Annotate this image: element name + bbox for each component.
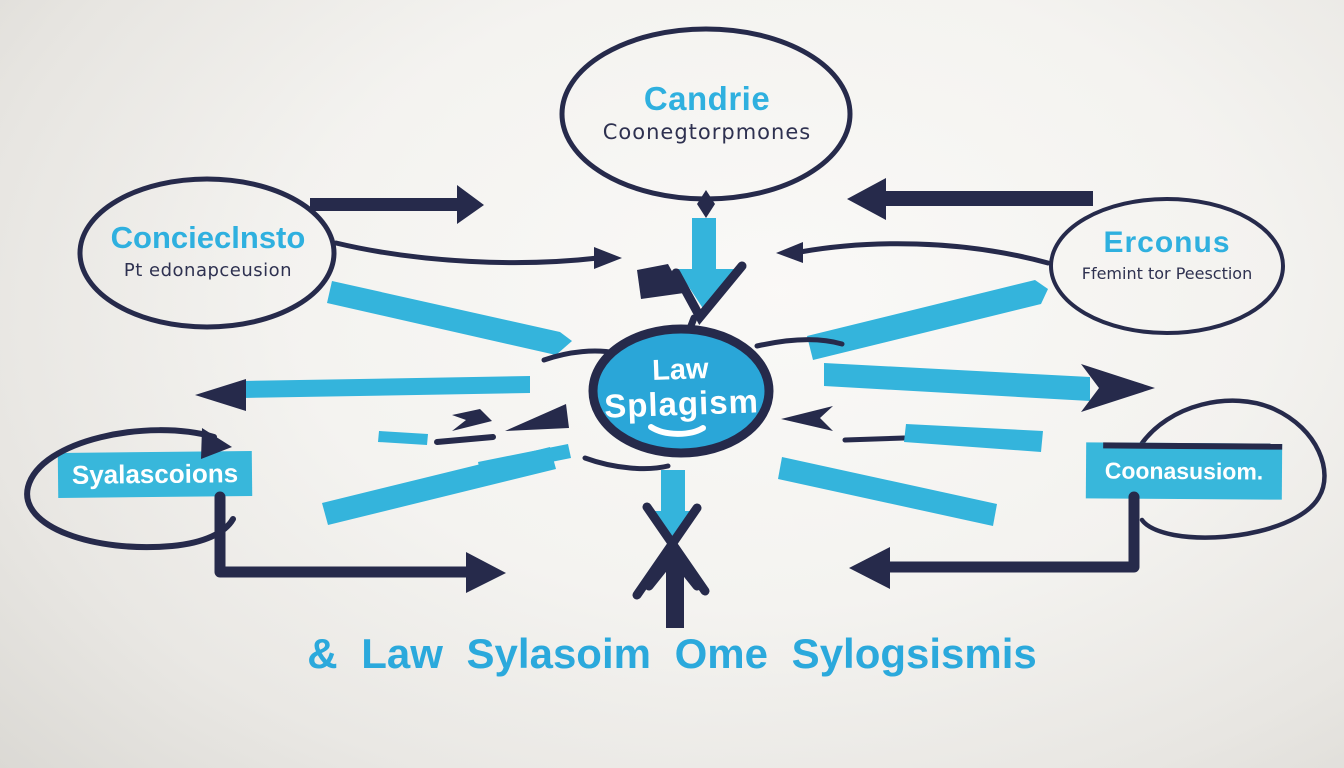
left-elbow-arrow-icon — [214, 491, 506, 593]
bottom-caption: & Law Sylasoim Ome Sylogsismis — [307, 630, 1037, 677]
small-navy-wedge-icon — [505, 404, 569, 431]
cyan-bar-upper-right-icon — [807, 280, 1048, 360]
right-box-loop-annotation-icon — [1137, 398, 1327, 540]
navy-arrow-right-top-left-icon — [310, 185, 484, 224]
curved-arrow-right-icon — [333, 240, 622, 269]
cyan-arrow-left-mid-icon — [195, 376, 530, 411]
cyan-bar-upper-left-icon — [327, 281, 572, 355]
top-ellipse-title: Candrie — [643, 80, 771, 117]
right-ellipse-node: Erconus Ffemint tor Peesction — [1050, 226, 1284, 283]
cyan-dash-left-icon — [378, 431, 428, 445]
navy-x-up-arrow-icon — [632, 502, 710, 628]
right-elbow-arrow-icon — [849, 491, 1140, 589]
center-ellipse-node — [541, 324, 845, 472]
curved-arrow-left-icon — [776, 241, 1051, 266]
right-box-label: Coonasusiom. — [1104, 456, 1264, 485]
left-box-label: Syalascoions — [71, 458, 239, 490]
cyan-bar-lower-left-long-icon — [322, 447, 556, 525]
right-box-shape — [1085, 442, 1283, 500]
cyan-dash-right-icon — [904, 424, 1043, 452]
top-ellipse-diamond-tail-icon — [697, 190, 715, 218]
right-ellipse-title: Erconus — [1103, 226, 1231, 259]
cyan-bar-lower-right-icon — [778, 457, 997, 526]
left-box-arc-annotation-icon — [24, 427, 236, 551]
small-navy-arrow-outline-icon — [452, 409, 492, 431]
left-box-shape — [57, 450, 253, 499]
navy-arrow-left-top-right-icon — [847, 178, 1093, 220]
navy-check-stroke-icon — [671, 261, 747, 326]
center-ellipse-label: Law Splagism — [591, 351, 771, 426]
left-ellipse-title: Concieclnsto — [110, 220, 306, 255]
navy-dash-icon — [434, 434, 496, 445]
smile-underline-icon — [648, 424, 706, 437]
left-ellipse-outline — [77, 176, 337, 330]
cyan-arrow-right-mid-icon — [824, 363, 1155, 412]
right-ellipse-outline — [1049, 197, 1285, 335]
small-navy-arrowhead-left-icon — [781, 406, 833, 431]
center-ellipse-line2: Splagism — [603, 382, 760, 425]
left-ellipse-subtitle: Pt edonapceusion — [123, 260, 293, 281]
top-ellipse-node: Candrie Coonegtorpmones — [562, 80, 852, 144]
left-ellipse-node: Concieclnsto Pt edonapceusion — [80, 220, 336, 281]
navy-dash-right-icon — [842, 435, 907, 443]
right-ellipse-subtitle: Ffemint tor Peesction — [1081, 264, 1253, 283]
top-ellipse-subtitle: Coonegtorpmones — [602, 120, 812, 144]
